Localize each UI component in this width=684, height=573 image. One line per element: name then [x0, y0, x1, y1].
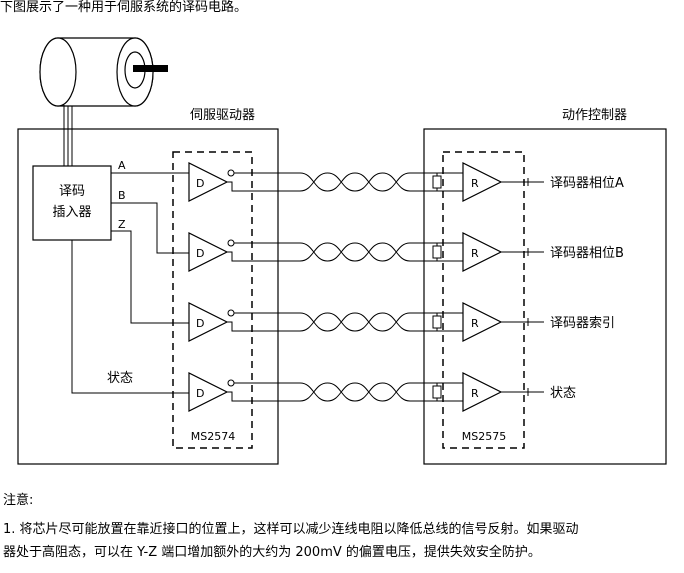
channel-group: D R 译码器相位A D R 译码器相位B D R 译码器索引 D R 状态 — [188, 162, 624, 412]
channel-index: D R 译码器索引 — [188, 302, 615, 342]
servo-drive-box — [17, 128, 279, 465]
encoder-label-1: 译码 — [59, 184, 85, 199]
receiver-label-index: R — [471, 317, 479, 330]
signal-a-label: A — [118, 159, 126, 172]
motor-icon — [39, 37, 168, 107]
inverter-bubble-phase-b — [227, 239, 235, 247]
channel-status: D R 状态 — [188, 372, 576, 412]
receiver-label-status: R — [471, 387, 479, 400]
signal-z-label: Z — [118, 218, 126, 231]
motion-controller-box — [423, 128, 667, 465]
output-label-index: 译码器索引 — [550, 316, 615, 331]
driver-label-phase-a: D — [196, 177, 204, 190]
notes-heading: 注意: — [3, 493, 34, 508]
output-label-phase-b: 译码器相位B — [550, 246, 624, 261]
ms2575-label: MS2575 — [462, 430, 506, 443]
note-line-2: 器处于高阻态，可以在 Y-Z 端口增加额外的大约为 200mV 的偏置电压，提供… — [3, 545, 541, 560]
output-label-status: 状态 — [550, 386, 576, 401]
motion-controller-title: 动作控制器 — [562, 108, 627, 123]
driver-label-index: D — [196, 317, 204, 330]
encoder-label-2: 插入器 — [52, 205, 91, 220]
receiver-label-phase-b: R — [471, 247, 479, 260]
ms2574-outline — [172, 151, 253, 449]
ms2575-outline — [442, 151, 525, 449]
output-label-phase-a: 译码器相位A — [550, 176, 624, 191]
inverter-bubble-phase-a — [227, 169, 235, 177]
twisted-pair-b-status — [299, 382, 411, 402]
intro-text: 下图展示了一种用于伺服系统的译码电路。 — [0, 0, 248, 15]
driver-index — [188, 302, 229, 342]
receiver-status — [462, 372, 503, 412]
twisted-pair-a-phase-b — [299, 242, 411, 262]
receiver-label-phase-a: R — [471, 177, 479, 190]
channel-phase-b: D R 译码器相位B — [188, 232, 624, 272]
signal-b-label: B — [118, 189, 126, 202]
termination-resistor-index — [432, 315, 442, 329]
receiver-phase-b — [462, 232, 503, 272]
driver-label-phase-b: D — [196, 247, 204, 260]
twisted-pair-a-phase-a — [299, 172, 411, 192]
twisted-pair-b-phase-b — [299, 242, 411, 262]
receiver-index — [462, 302, 503, 342]
driver-phase-b — [188, 232, 229, 272]
encoder-signal-wires — [71, 172, 189, 394]
motor-cable — [63, 105, 73, 166]
driver-phase-a — [188, 162, 229, 202]
termination-resistor-status — [432, 385, 442, 399]
twisted-pair-a-index — [299, 312, 411, 332]
twisted-pair-a-status — [299, 382, 411, 402]
signal-status-label: 状态 — [107, 371, 133, 386]
twisted-pair-b-index — [299, 312, 411, 332]
receiver-phase-a — [462, 162, 503, 202]
encoder-block — [32, 165, 112, 241]
servo-drive-title: 伺服驱动器 — [190, 108, 255, 123]
note-line-1: 1. 将芯片尽可能放置在靠近接口的位置上，这样可以减少连线电阻以降低总线的信号反… — [3, 522, 579, 537]
termination-resistor-phase-a — [432, 175, 442, 189]
channel-phase-a: D R 译码器相位A — [188, 162, 624, 202]
driver-status — [188, 372, 229, 412]
inverter-bubble-index — [227, 309, 235, 317]
inverter-bubble-status — [227, 379, 235, 387]
ms2574-label: MS2574 — [191, 430, 235, 443]
driver-label-status: D — [196, 387, 204, 400]
termination-resistor-phase-b — [432, 245, 442, 259]
twisted-pair-b-phase-a — [299, 172, 411, 192]
